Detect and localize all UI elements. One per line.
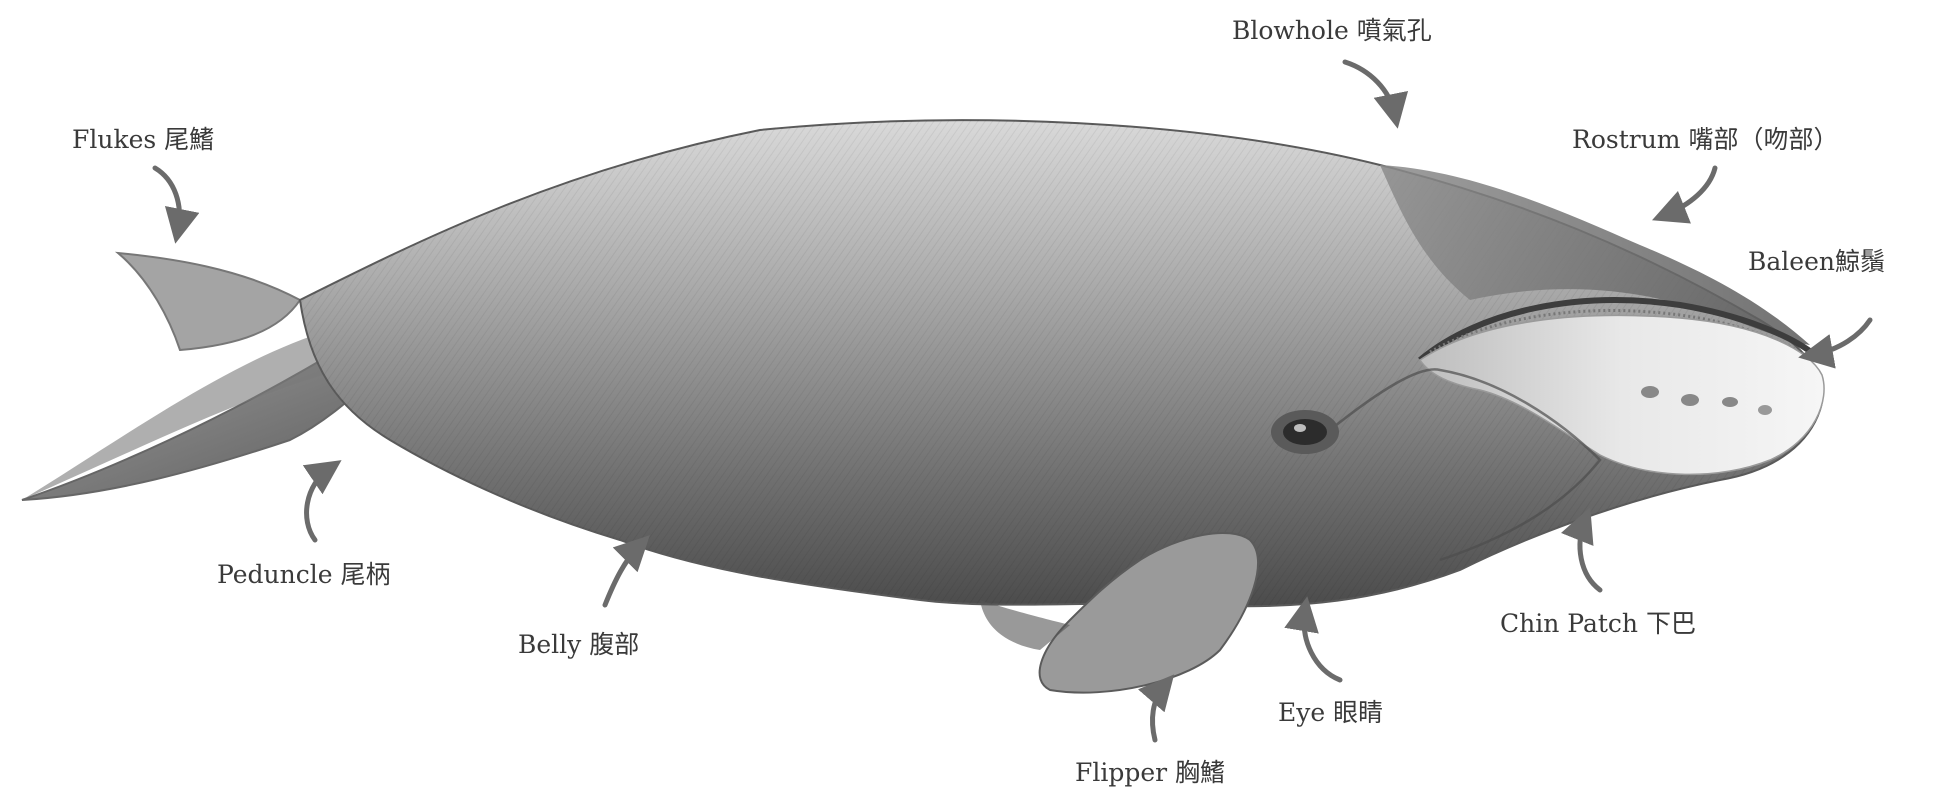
label-peduncle: Peduncle 尾柄 [217,562,390,587]
label-blowhole-zh: 噴氣孔 [1357,16,1432,45]
blowhole-arrow [1345,62,1395,115]
label-belly-zh: 腹部 [589,630,639,659]
label-eye-zh: 眼睛 [1333,698,1383,727]
label-blowhole-en: Blowhole [1232,16,1349,45]
belly-arrow [605,545,640,605]
chin-patch-arrow [1580,520,1600,590]
label-eye: Eye 眼睛 [1278,700,1383,725]
rostrum-arrow [1665,168,1715,215]
label-flipper: Flipper 胸鰭 [1075,760,1225,785]
label-flipper-en: Flipper [1075,758,1167,787]
baleen-arrow [1812,320,1870,355]
label-blowhole: Blowhole 噴氣孔 [1232,18,1432,43]
label-chin-patch-zh: 下巴 [1646,609,1696,638]
label-baleen-en: Baleen [1748,247,1835,276]
peduncle-arrow [307,468,330,540]
label-chin-patch: Chin Patch 下巴 [1500,611,1696,636]
label-rostrum-en: Rostrum [1572,125,1681,154]
label-eye-en: Eye [1278,698,1325,727]
label-rostrum: Rostrum 嘴部（吻部） [1572,127,1838,152]
flukes-arrow [155,168,179,230]
label-baleen: Baleen鯨鬚 [1748,249,1885,274]
label-belly-en: Belly [518,630,581,659]
label-baleen-zh: 鯨鬚 [1835,247,1885,276]
label-flukes-en: Flukes [72,125,156,154]
label-chin-patch-en: Chin Patch [1500,609,1638,638]
label-flukes: Flukes 尾鰭 [72,127,214,152]
eye-arrow [1304,610,1340,680]
label-rostrum-zh: 嘴部（吻部） [1688,125,1838,154]
flipper-arrow [1152,685,1165,740]
label-flipper-zh: 胸鰭 [1175,758,1225,787]
label-belly: Belly 腹部 [518,632,639,657]
label-flukes-zh: 尾鰭 [164,125,214,154]
label-peduncle-zh: 尾柄 [340,560,390,589]
label-peduncle-en: Peduncle [217,560,333,589]
